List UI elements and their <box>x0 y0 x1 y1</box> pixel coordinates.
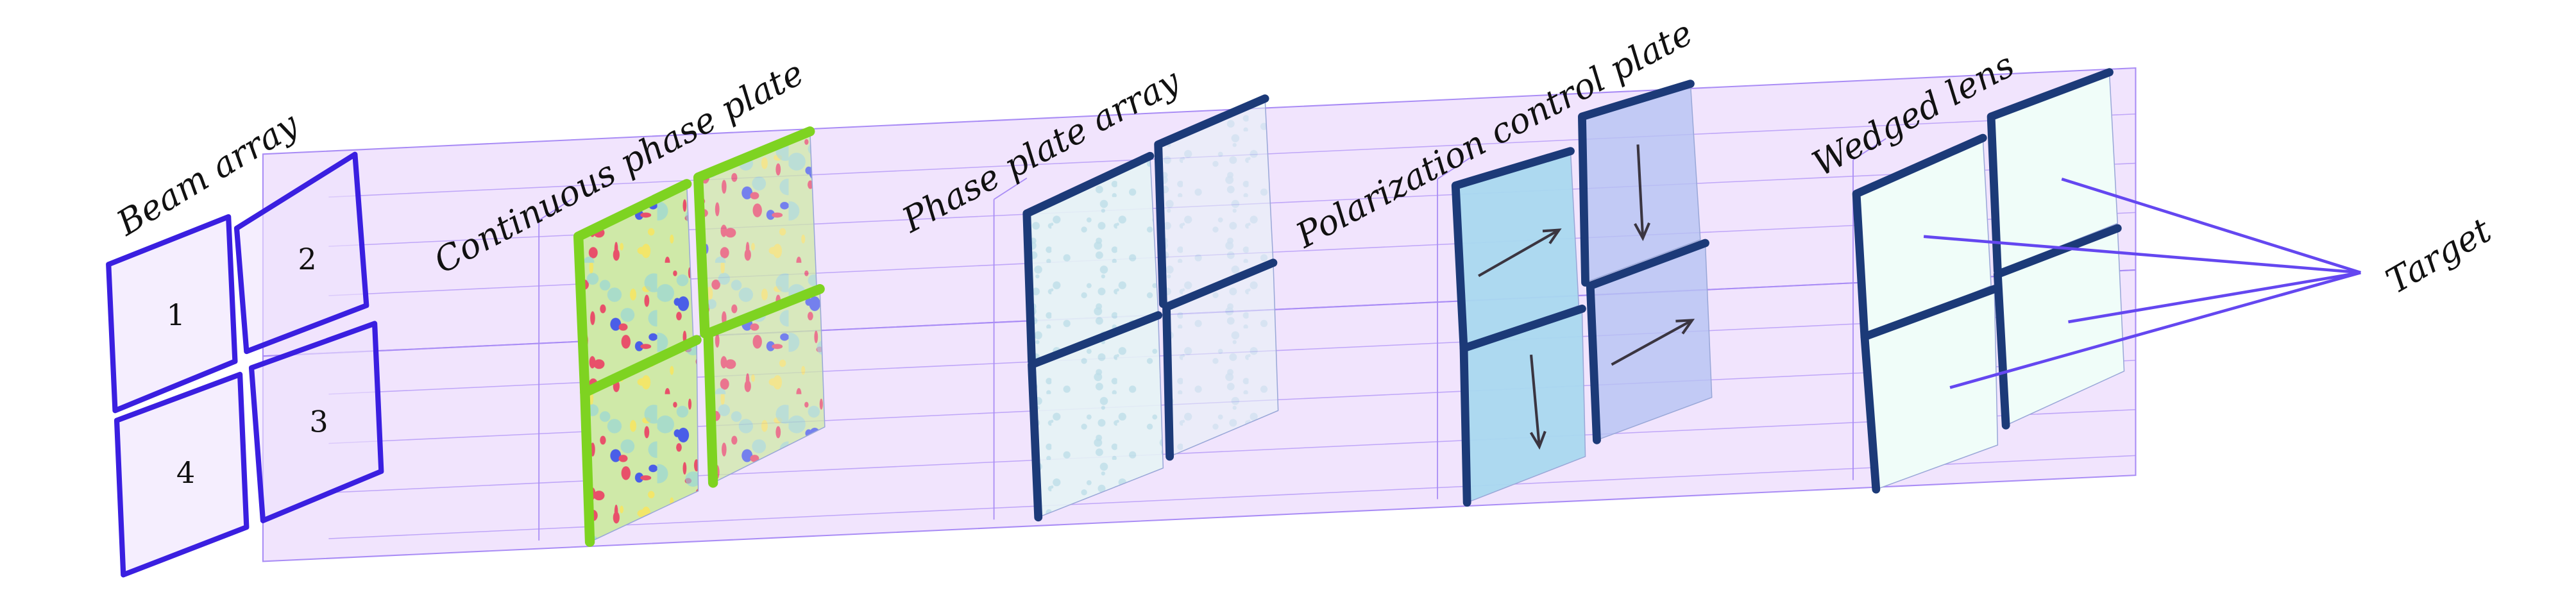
beam-number-1: 1 <box>167 298 185 332</box>
polarization-arrow <box>1529 354 1541 447</box>
target-rays <box>1923 177 2362 389</box>
cpp-tile-edge <box>693 126 815 339</box>
target-ray <box>2061 177 2362 274</box>
continuous-phase-plate <box>573 126 826 547</box>
wedged-lens-tile-edge <box>1860 285 1999 494</box>
polarization-arrow <box>1636 144 1645 239</box>
cpp-tile-edge <box>573 179 692 398</box>
phase-plate-tile-edge <box>1022 151 1155 366</box>
polarization-tile-edge <box>1586 239 1709 444</box>
cpp-tile-edge <box>703 284 825 488</box>
beam-number-4: 4 <box>176 455 195 490</box>
beam-frame <box>233 151 369 355</box>
polarization-arrow <box>1611 319 1693 366</box>
arrowhead-icon <box>1529 430 1546 450</box>
phase-plate-array <box>1022 94 1279 522</box>
polarization-tile-edge <box>1451 147 1575 353</box>
channel-edge <box>328 455 2136 539</box>
arrowhead-icon <box>1634 222 1650 242</box>
polarization-arrow <box>1478 228 1560 278</box>
polarization-tile-edge <box>1459 305 1586 507</box>
arrowhead-icon <box>1542 228 1562 244</box>
channel-box-edge <box>1437 157 1471 180</box>
beam-frame <box>106 214 238 414</box>
wedged-lens-tile-edge <box>1987 68 2114 275</box>
arrowhead-icon <box>1675 319 1695 335</box>
wedged-lens-tile-edge <box>1993 224 2122 430</box>
beam-array <box>106 151 384 578</box>
beam-frame <box>114 371 250 578</box>
channel-box-edge <box>538 198 572 221</box>
beam-number-3: 3 <box>309 405 328 439</box>
beam-frame <box>248 321 384 523</box>
target-ray <box>2068 271 2361 324</box>
phase-plate-tile-edge <box>1154 94 1269 308</box>
phase-plate-tile-edge <box>1028 311 1163 522</box>
channel-box-edge <box>1852 138 1886 160</box>
polarization-arrows <box>1478 144 1695 450</box>
cpp-tile-edge <box>580 335 702 547</box>
wedged-lens-tile-edge <box>1852 133 1987 341</box>
target-ray <box>1949 271 2361 389</box>
channel-box-edge <box>994 177 1028 200</box>
beam-number-2: 2 <box>298 242 316 276</box>
phase-plate-tile-edge <box>1162 258 1278 461</box>
target-ray <box>1923 235 2361 274</box>
label-target: Target <box>2379 210 2498 301</box>
polarization-tile-edge <box>1578 80 1695 287</box>
